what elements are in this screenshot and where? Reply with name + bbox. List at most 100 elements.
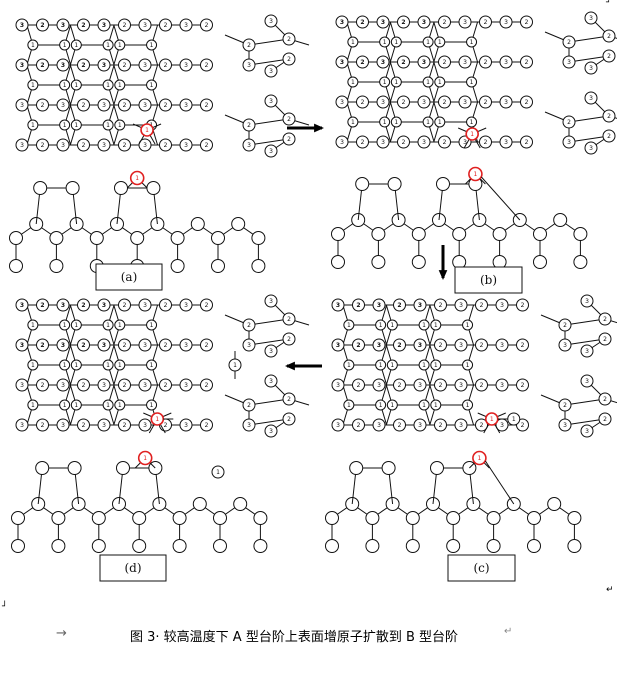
atom-node-label: 3: [418, 342, 422, 349]
lattice-atom-node: [138, 98, 152, 112]
atom-node-label: 1: [118, 322, 122, 329]
atom-node-label: 3: [422, 99, 426, 106]
lattice-atom-node: [417, 55, 431, 69]
arrow-c-to-d-head: [285, 361, 295, 371]
layer1-atom-node: [418, 319, 430, 331]
atom-node-label: 1: [143, 455, 147, 462]
atom-node-label: 2: [164, 302, 168, 309]
layer1-atom-node: [386, 399, 398, 411]
atom-node-label: 3: [589, 145, 593, 152]
atom-node-label: 1: [118, 82, 122, 89]
atom-node-label: 2: [41, 422, 45, 429]
atom-node-label: 2: [484, 99, 488, 106]
atom-node-label: 3: [504, 19, 508, 26]
lattice-atom-node: [434, 378, 447, 392]
lattice-atom-node: [15, 138, 29, 152]
lattice-atom-node: [495, 378, 509, 392]
atom-node-label: 3: [184, 22, 188, 29]
lattice-atom-node: [159, 58, 172, 72]
side-atom-node: [486, 511, 501, 525]
step-atom-node: [562, 55, 576, 69]
lattice-atom-node: [97, 58, 111, 72]
lattice-atom-node: [56, 338, 70, 352]
atom-node-label: 1: [106, 82, 110, 89]
atom-node-label: 1: [470, 79, 474, 86]
atom-node-label: 2: [361, 139, 365, 146]
substrate-atom-node: [253, 539, 268, 553]
atom-node-label: 2: [607, 133, 611, 140]
atom-node-label: 1: [470, 39, 474, 46]
atom-node-label: 3: [377, 342, 381, 349]
lattice-atom-node: [372, 338, 386, 352]
atom-node-label: 1: [31, 42, 35, 49]
step-bond-line: [564, 398, 606, 406]
atom-node-label: 1: [379, 362, 383, 369]
step-atom-node: [584, 61, 598, 75]
atom-node-label: 3: [20, 22, 24, 29]
atom-node-label: 2: [287, 316, 291, 323]
atom-node-label: 3: [585, 428, 589, 435]
layer1-atom-node: [379, 76, 391, 88]
atom-node-label: 2: [247, 42, 251, 49]
layer1-atom-node: [114, 119, 126, 131]
step-bond-line: [564, 318, 606, 326]
lattice-atom-node: [495, 338, 509, 352]
lattice-atom-node: [77, 298, 90, 312]
lattice-atom-node: [179, 338, 193, 352]
side-atom-node: [573, 227, 588, 241]
atom-node-label: 2: [205, 302, 209, 309]
lattice-atom-node: [36, 58, 49, 72]
step-atom-node: [580, 294, 594, 308]
layer1-atom-node: [390, 116, 402, 128]
atom-node-label: 1: [351, 79, 355, 86]
step-atom-node: [602, 49, 616, 63]
atom-node-label: 2: [205, 382, 209, 389]
atom-node-label: 3: [504, 139, 508, 146]
atom-node-label: 3: [340, 139, 344, 146]
side-atom-node: [11, 511, 25, 525]
atom-node-label: 2: [521, 302, 525, 309]
atom-node-label: 3: [377, 382, 381, 389]
atom-node-label: 3: [585, 298, 589, 305]
atom-node-label: 3: [336, 342, 340, 349]
lattice-atom-node: [77, 378, 90, 392]
step-bond-line: [248, 338, 290, 346]
lattice-atom-node: [331, 298, 345, 312]
atom-node-label: 3: [184, 142, 188, 149]
lattice-atom-node: [331, 378, 345, 392]
atom-node-label: 2: [398, 422, 402, 429]
layer1-atom-node: [347, 36, 359, 48]
atom-node-label: 1: [74, 322, 78, 329]
substrate-atom-node: [325, 539, 339, 553]
atom-node-label: 1: [347, 362, 351, 369]
atom-node-label: 1: [426, 79, 430, 86]
step-atom-node: [558, 418, 572, 432]
atom-node-label: 2: [439, 302, 443, 309]
atom-node-label: 1: [379, 322, 383, 329]
caption-arrow-icon: →: [56, 626, 67, 641]
side-atom-node: [91, 511, 106, 525]
dimer-atom-node: [381, 461, 396, 475]
layer1-atom-node: [466, 76, 478, 88]
layer1-atom-node: [422, 116, 434, 128]
lattice-atom-node: [499, 95, 513, 109]
side-atom-node: [49, 231, 64, 245]
atom-node-label: 2: [397, 302, 401, 309]
step-atom-node: [242, 38, 256, 52]
layer1-atom-node: [466, 116, 478, 128]
atom-node-label: 1: [512, 416, 516, 423]
side-atom-node: [492, 227, 507, 241]
panel-label-c-box: [447, 554, 516, 582]
lattice-atom-node: [118, 378, 131, 392]
atom-node-label: 2: [123, 382, 127, 389]
step-atom-node: [242, 418, 256, 432]
atom-node-label: 2: [607, 113, 611, 120]
lattice-atom-node: [376, 15, 390, 29]
lattice-atom-node: [36, 378, 49, 392]
step-atom-node: [562, 35, 576, 49]
atom-node-label: 2: [82, 102, 86, 109]
atom-node-label: 1: [379, 402, 383, 409]
highlighted-adatom-node: [137, 450, 153, 466]
atom-node-label: 2: [164, 62, 168, 69]
atom-node-label: 2: [81, 302, 85, 309]
